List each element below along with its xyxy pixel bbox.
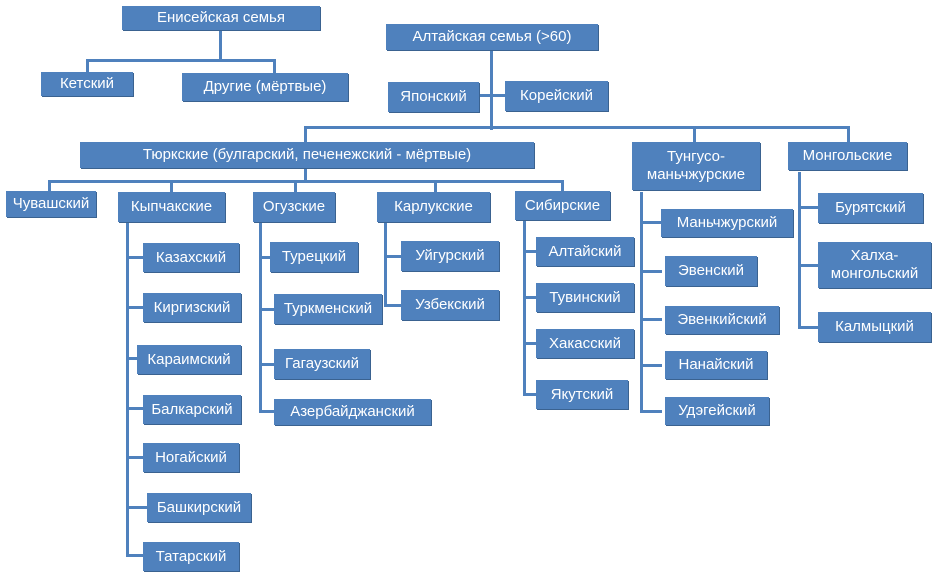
buryat-node: Бурятский (818, 193, 923, 223)
altaic-family-node: Алтайская семья (>60) (386, 24, 598, 50)
bashkir-node: Башкирский (147, 493, 251, 522)
karaim-node: Караимский (137, 345, 241, 374)
siberian-node: Сибирские (515, 191, 610, 220)
even-node: Эвенский (665, 256, 757, 286)
uyghur-node: Уйгурский (401, 241, 499, 271)
azerbaijani-node: Азербайджанский (274, 399, 431, 425)
turkish-node: Турецкий (270, 242, 358, 272)
kyrgyz-node: Киргизский (143, 293, 241, 322)
tatar-node: Татарский (143, 542, 239, 571)
manchu-node: Маньчжурский (661, 209, 793, 237)
balkar-node: Балкарский (143, 395, 241, 424)
mongolic-node: Монгольские (788, 142, 907, 170)
japanese-node: Японский (388, 82, 479, 112)
khalkha-node: Халха- монгольский (818, 242, 931, 288)
altai-node: Алтайский (536, 237, 634, 266)
kazakh-node: Казахский (143, 243, 239, 272)
chuvash-node: Чувашский (6, 191, 96, 217)
yakut-node: Якутский (536, 380, 628, 409)
karluk-node: Карлукские (377, 192, 490, 222)
tungus-manchu-node: Тунгусо- маньчжурские (632, 142, 760, 190)
uzbek-node: Узбекский (401, 290, 499, 320)
korean-node: Корейский (505, 81, 608, 111)
yenisei-family-node: Енисейская семья (122, 6, 320, 30)
gagauz-node: Гагаузский (274, 349, 370, 379)
khakas-node: Хакасский (536, 329, 634, 358)
udege-node: Удэгейский (665, 397, 769, 425)
evenki-node: Эвенкийский (665, 306, 779, 334)
oghuz-node: Огузские (253, 192, 335, 222)
kalmyk-node: Калмыцкий (818, 312, 931, 342)
other-dead-node: Другие (мёртвые) (182, 73, 348, 101)
ket-node: Кетский (41, 72, 133, 96)
tuvan-node: Тувинский (536, 283, 634, 312)
nogai-node: Ногайский (143, 443, 239, 472)
turkmen-node: Туркменский (274, 294, 382, 324)
kipchak-node: Кыпчакские (118, 192, 225, 222)
nanai-node: Нанайский (665, 351, 767, 379)
turkic-node: Тюркские (булгарский, печенежский - мёрт… (80, 142, 534, 168)
